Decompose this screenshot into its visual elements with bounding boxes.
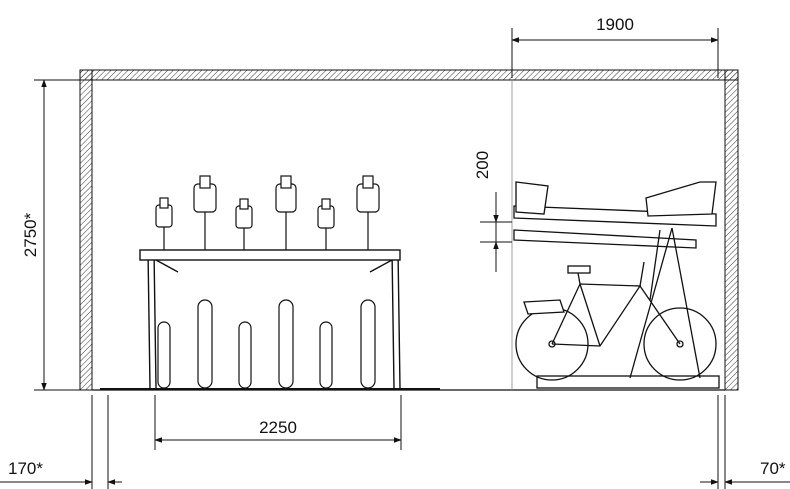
upper-bike-6 — [356, 175, 380, 250]
dimension-label-2250: 2250 — [259, 418, 297, 437]
upper-bike-1 — [155, 197, 173, 250]
lower-tier-bikes — [157, 299, 376, 389]
left-wall — [79, 69, 93, 391]
upper-bike-5 — [317, 198, 335, 250]
lower-bike-6 — [360, 299, 376, 389]
upper-tier-bikes — [155, 175, 380, 250]
upper-bike-2 — [193, 175, 217, 250]
two-tier-rack-side-view — [513, 181, 720, 389]
bike-saddle — [567, 265, 591, 274]
dimension-label-70: 70* — [760, 459, 786, 478]
lower-bicycle-side-view — [515, 261, 717, 381]
front-wheel — [643, 307, 717, 381]
upper-bike-4 — [275, 175, 297, 250]
upper-bike-3 — [235, 198, 253, 250]
dimension-label-200: 200 — [473, 151, 492, 179]
lower-bike-3 — [238, 321, 252, 389]
dimension-label-1900: 1900 — [596, 15, 634, 34]
ceiling-slab — [79, 69, 739, 81]
dimension-label-2750: 2750* — [21, 212, 40, 257]
two-tier-rack-front-view — [100, 249, 440, 390]
lower-bike-2 — [197, 299, 213, 389]
dimension-lines — [0, 28, 790, 489]
right-wall — [724, 69, 739, 391]
lower-bike-5 — [319, 321, 333, 389]
lower-bike-1 — [157, 321, 171, 389]
room-section — [79, 69, 739, 391]
dimension-label-170: 170* — [8, 459, 43, 478]
lower-bike-4 — [278, 299, 294, 389]
